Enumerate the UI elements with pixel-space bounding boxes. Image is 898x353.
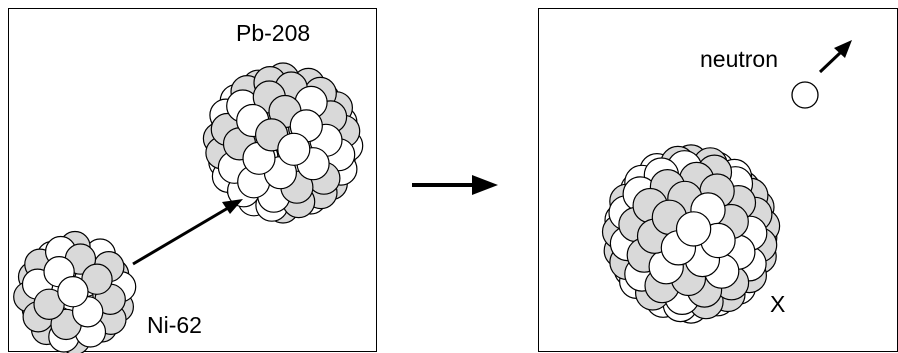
ni-62-nucleus (13, 230, 137, 353)
neutron-label: neutron (700, 46, 779, 72)
product-nucleus-x (601, 144, 781, 324)
nucleon (277, 132, 311, 166)
ni-62-label: Ni-62 (147, 312, 202, 338)
nucleon (675, 211, 712, 247)
product-x-label: X (770, 291, 786, 317)
pb-208-label: Pb-208 (236, 20, 311, 46)
pb-208-nucleus (202, 62, 364, 224)
nucleon (57, 275, 89, 308)
emitted-neutron (791, 81, 819, 109)
